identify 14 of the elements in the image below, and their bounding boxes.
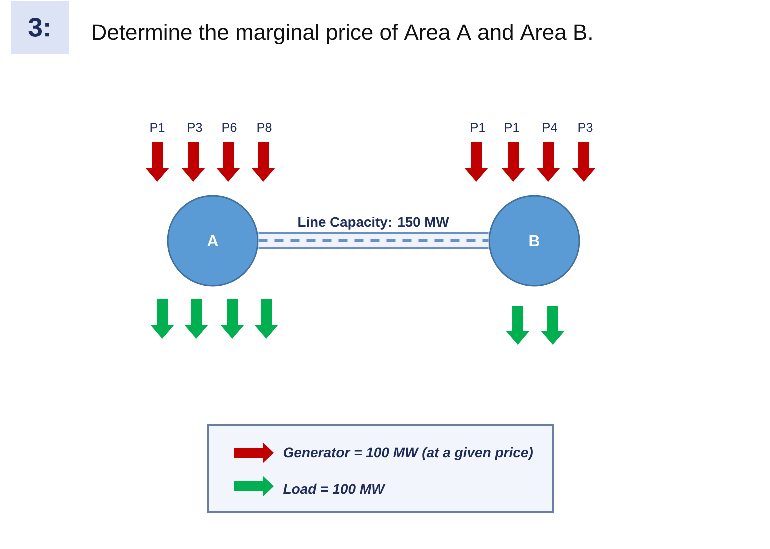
transmission-line [258,232,489,250]
source-label: P3 [188,123,202,132]
source-label: P6 [222,123,237,132]
source-label: P1 [505,123,520,132]
source-label: P3 [578,123,593,132]
number-badge: 3: [11,1,69,54]
source-label: P4 [543,123,558,132]
legend-label: Load = 100 MW [284,484,386,494]
source-label: P8 [258,123,272,132]
edge-label: Line Capacity: 150 MW [296,216,451,232]
source-label: P1 [150,123,165,132]
legend-label: Generator = 100 MW (at a given price) [284,447,533,460]
source-label: P1 [471,123,486,132]
title: Determine the marginal price of Area A and Area B. [93,24,592,45]
